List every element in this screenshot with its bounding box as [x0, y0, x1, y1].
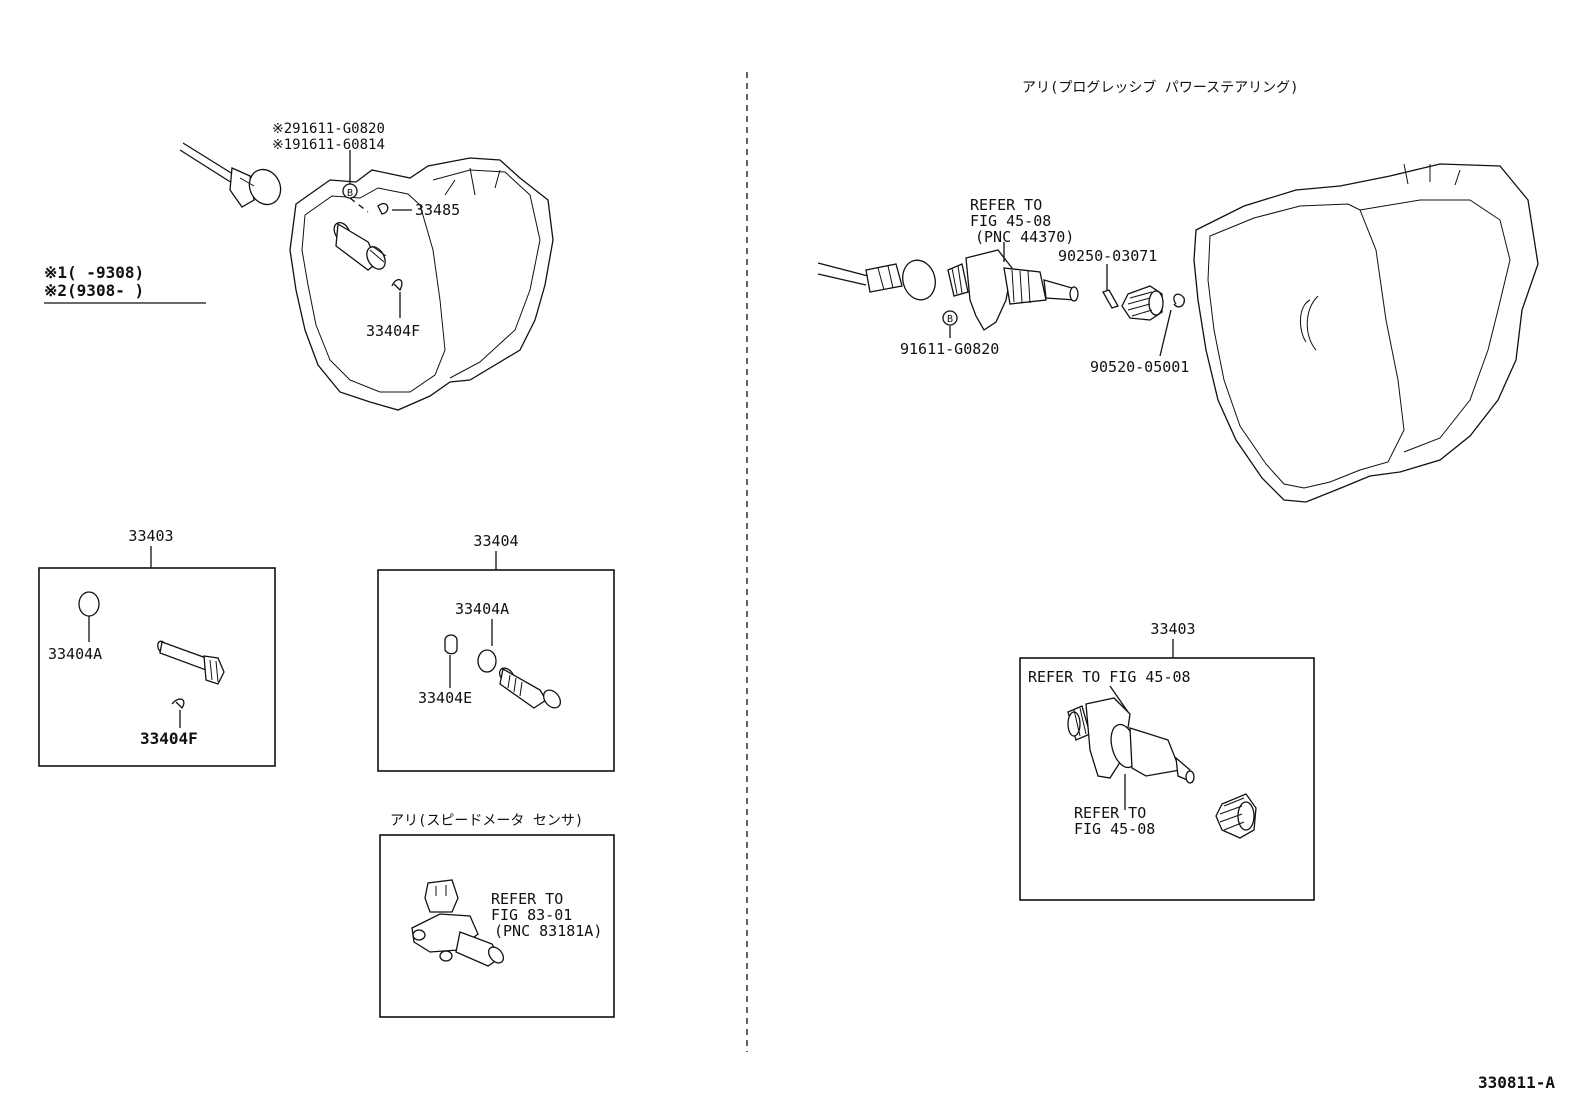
part-label-90250-03071: 90250-03071: [1058, 247, 1157, 265]
right-bolt-b-marker: [942, 310, 958, 326]
box-33403-left-part-a: 33404A: [48, 645, 102, 663]
clip-33404F-box: [171, 698, 185, 710]
box-33404-part-e: 33404E: [418, 689, 472, 707]
part-label-33404F-top: 33404F: [366, 322, 420, 340]
right-ref-line-2: FIG 45-08: [970, 212, 1051, 230]
box-speed-sensor: アリ(スピードメータ センサ) REFER TO FIG 83-01 (PNC …: [379, 813, 615, 1018]
box-sensor-ref-2: FIG 83-01: [491, 906, 572, 924]
right-bolt-b-marker-label: B: [947, 314, 953, 325]
right-ref-line-1: REFER TO: [970, 196, 1042, 214]
box-33404-title: 33404: [473, 532, 518, 550]
box-33403-right-ref-bottom-1: REFER TO: [1074, 804, 1146, 822]
bolt-b-marker-label: B: [347, 188, 353, 199]
left-transmission-assembly: B: [179, 142, 554, 411]
box-33404-part-a: 33404A: [455, 600, 509, 618]
right-ref-line-3: (PNC 44370): [975, 228, 1074, 246]
oring-33404A: [78, 591, 100, 617]
box-33403-left-title: 33403: [128, 527, 173, 545]
part-label-91611-G0820: 91611-G0820: [900, 340, 999, 358]
oring-33404A-box: [477, 649, 497, 673]
pin-90250-03071: [1102, 289, 1119, 309]
right-header: アリ(プログレッシブ パワーステアリング): [1022, 79, 1299, 96]
right-transmission-assembly: B: [817, 163, 1539, 503]
clip-33404F: [391, 279, 403, 292]
driven-gear-sleeve: [333, 222, 387, 271]
sleeve-33404: [498, 667, 562, 709]
clip-90520-05001: [1173, 293, 1185, 308]
box-33403-right: 33403 REFER TO FIG 45-08 REFER TO FIG 45…: [1019, 620, 1315, 901]
driven-gear-right: [1121, 285, 1164, 321]
gear-33403-right: [1215, 793, 1257, 839]
speedometer-cable: [179, 142, 282, 208]
box-sensor-ref-3: (PNC 83181A): [494, 922, 602, 940]
box-33404: 33404 33404A 33404E: [377, 532, 615, 772]
box-33403-left: 33403 33404A 33404F: [38, 527, 276, 767]
box-sensor-ref-1: REFER TO: [491, 890, 563, 908]
bolt-label-1: ※291611-G0820: [272, 121, 385, 137]
figure-code: 330811-A: [1478, 1073, 1555, 1092]
box-33403-left-part-f: 33404F: [140, 729, 198, 748]
seal-33404E: [444, 634, 458, 655]
legend: ※1( -9308) ※2(9308- ): [44, 263, 206, 304]
right-speedometer-cable: [817, 259, 936, 301]
transmission-housing: [289, 157, 554, 411]
box-33403-right-ref-bottom-2: FIG 45-08: [1074, 820, 1155, 838]
part-label-90520-05001: 90520-05001: [1090, 358, 1189, 376]
legend-line-2: ※2(9308- ): [44, 281, 144, 300]
speed-sensor-part: [411, 879, 505, 967]
sleeve-assembly-33403-right: [1067, 697, 1195, 784]
driven-gear-33403: [157, 640, 225, 685]
sleeve-assembly-44370: [947, 249, 1079, 331]
bolt-label-2: ※191611-60814: [272, 137, 385, 153]
box-33403-right-title: 33403: [1150, 620, 1195, 638]
legend-line-1: ※1( -9308): [44, 263, 144, 282]
part-label-33485: 33485: [415, 201, 460, 219]
oring-33485: [377, 202, 389, 215]
right-transmission-housing: [1193, 163, 1539, 503]
box-33403-right-ref-top: REFER TO FIG 45-08: [1028, 668, 1191, 686]
box-sensor-header: アリ(スピードメータ センサ): [390, 813, 583, 829]
